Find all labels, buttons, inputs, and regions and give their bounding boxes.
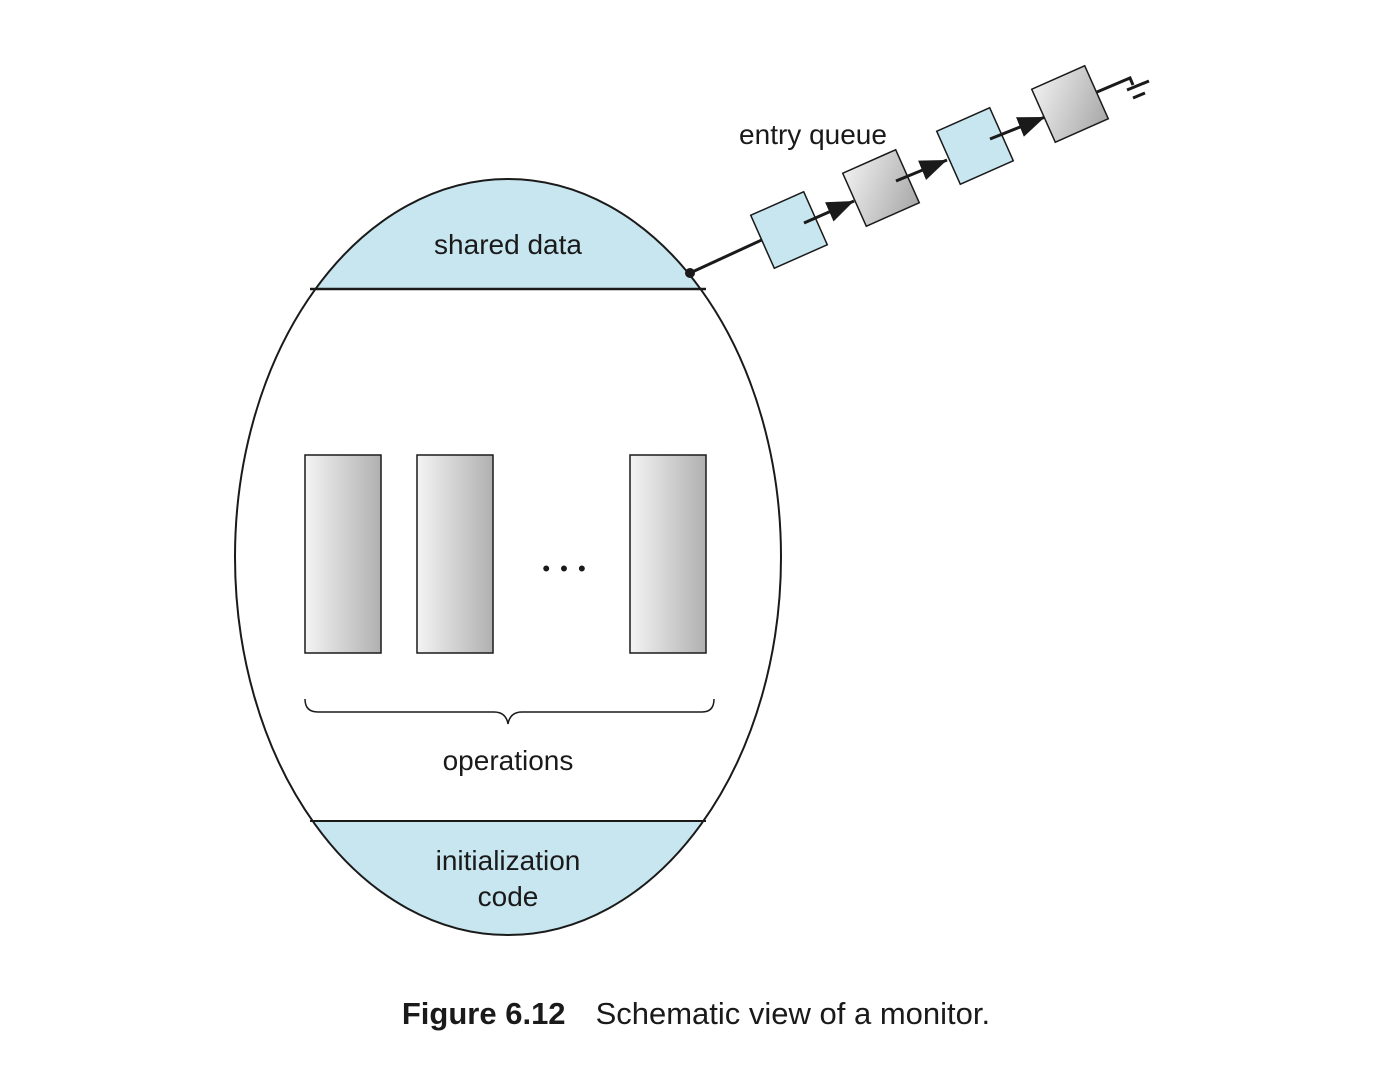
operation-block-1 (304, 454, 382, 654)
entry-queue (685, 64, 1150, 278)
operation-block-2 (416, 454, 494, 654)
initialization-code-label-line1: initialization (436, 845, 581, 876)
queue-arrow-3 (989, 115, 1046, 141)
operations-brace (304, 698, 715, 725)
figure-number: Figure 6.12 (401, 996, 566, 1031)
queue-link-line (689, 236, 767, 275)
figure-caption: Figure 6.12 Schematic view of a monitor. (0, 996, 1392, 1032)
queue-node-4 (1030, 64, 1110, 144)
queue-node-3 (935, 106, 1015, 186)
operation-block-n (629, 454, 707, 654)
queue-node-2 (841, 148, 921, 228)
queue-arrow-2 (895, 158, 948, 183)
monitor-outline (234, 178, 782, 936)
entry-queue-label: entry queue (739, 119, 887, 150)
queue-arrow-1 (803, 199, 855, 225)
queue-node-1 (749, 190, 829, 270)
initialization-code-label-line2: code (478, 881, 539, 912)
operations-label: operations (443, 745, 574, 776)
queue-null-terminator (1096, 76, 1150, 100)
figure-caption-text: Schematic view of a monitor. (595, 996, 991, 1031)
operations-ellipsis: • • • (542, 556, 587, 581)
shared-data-label: shared data (434, 229, 582, 260)
